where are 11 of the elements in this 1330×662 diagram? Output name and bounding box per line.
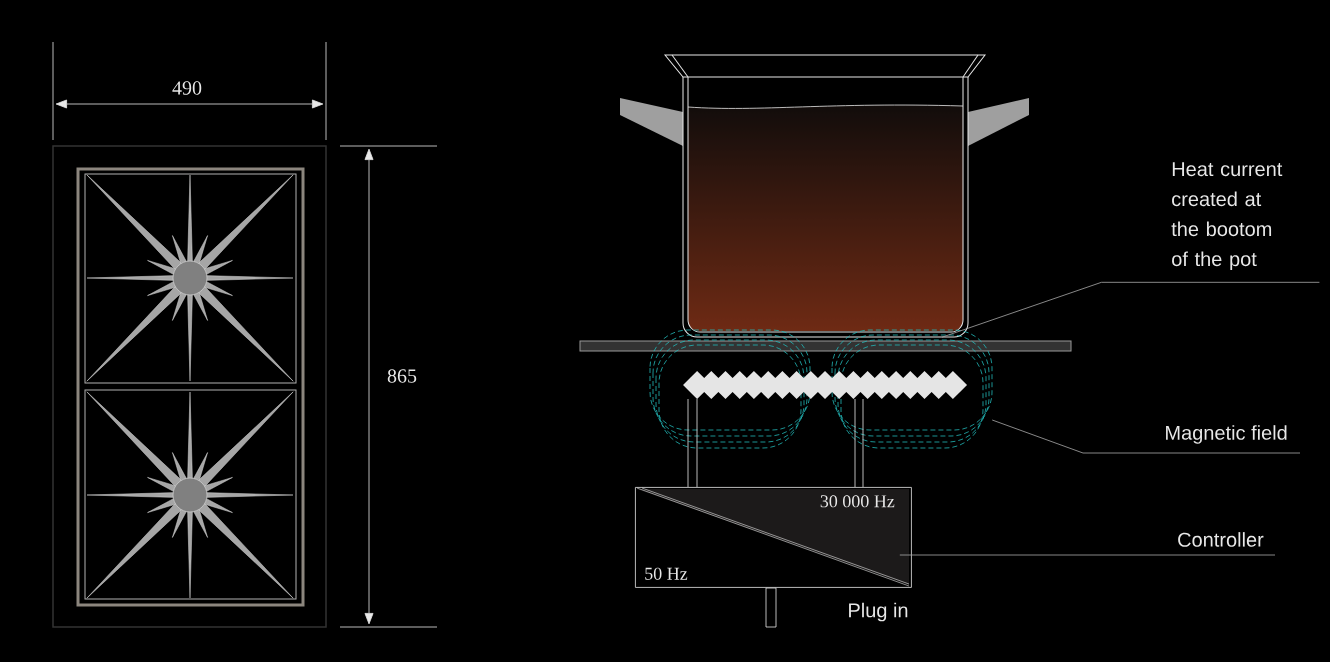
leader-line (941, 281, 1320, 338)
pot-drawing (620, 54, 1029, 338)
magnetic-field-drawing (649, 329, 993, 449)
callout-text: Controller (1178, 532, 1264, 547)
callout-text: Magnetic field (1166, 425, 1287, 444)
leader-line (991, 419, 1301, 454)
controller-box: 30 000 Hz 50 Hz (635, 487, 912, 588)
dimension-label: 490 (172, 81, 202, 95)
dimension-label: 865 (387, 369, 417, 383)
leader-line (899, 554, 1276, 556)
callout-text: Heat current created at the bootom of the pot (1171, 162, 1283, 271)
